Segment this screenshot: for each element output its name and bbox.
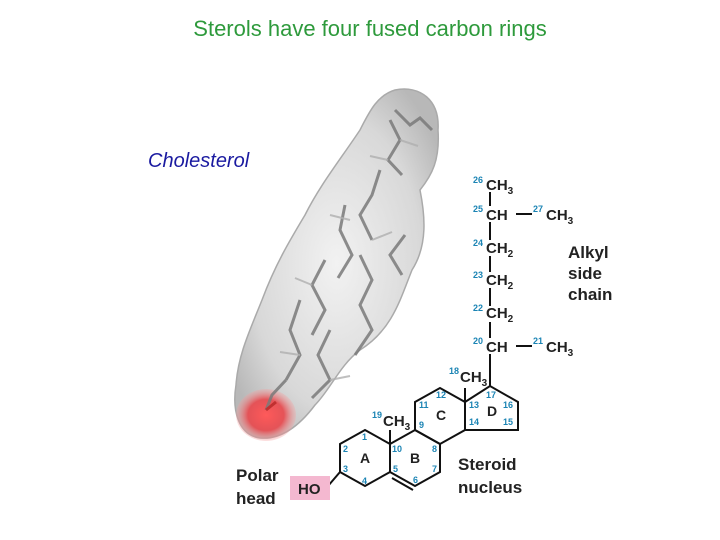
c21-group: CH3 <box>546 339 574 359</box>
steroid-line-1: Steroid <box>458 455 517 474</box>
ring-number-3: 3 <box>343 464 348 474</box>
steroid-line-2: nucleus <box>458 478 522 497</box>
cholesterol-label: Cholesterol <box>148 150 250 172</box>
c18-group: CH3 <box>460 369 488 389</box>
ring-number-2: 2 <box>343 444 348 454</box>
c20-group: CH <box>486 339 508 356</box>
c24-number: 24 <box>473 238 483 248</box>
c23-number: 23 <box>473 270 483 280</box>
steroid-nucleus-label: Steroid nucleus <box>458 455 522 497</box>
ring-number-4: 4 <box>362 476 367 486</box>
steroid-skeleton <box>327 192 532 491</box>
alkyl-line-3: chain <box>568 285 612 304</box>
ring-number-1: 1 <box>362 432 367 442</box>
ring-number-14: 14 <box>469 417 479 427</box>
ring-number-8: 8 <box>432 444 437 454</box>
c20-number: 20 <box>473 336 483 346</box>
c22-group: CH2 <box>486 305 514 325</box>
c25-group: CH <box>486 207 508 224</box>
polar-head-label: Polar head <box>236 466 279 508</box>
c27-group: CH3 <box>546 207 574 227</box>
slide-title: Sterols have four fused carbon rings <box>193 16 547 41</box>
ring-a-letter: A <box>360 450 370 466</box>
c19-group: CH3 <box>383 413 411 433</box>
ring-number-16: 16 <box>503 400 513 410</box>
ring-number-9: 9 <box>419 420 424 430</box>
side-chain: 26 CH3 25 CH 27 CH3 24 CH2 23 CH2 22 CH2… <box>473 175 574 359</box>
c22-number: 22 <box>473 303 483 313</box>
ring-numbers: 1 2 3 4 5 6 7 8 9 10 11 12 13 14 15 16 1… <box>343 390 513 486</box>
c19-number: 19 <box>372 410 382 420</box>
c21-number: 21 <box>533 336 543 346</box>
surface-model <box>234 88 440 441</box>
polar-line-1: Polar <box>236 466 279 485</box>
c27-number: 27 <box>533 204 543 214</box>
alkyl-side-chain-label: Alkyl side chain <box>568 243 612 304</box>
ho-highlight <box>290 476 330 500</box>
c18-number: 18 <box>449 366 459 376</box>
ring-number-6: 6 <box>413 475 418 485</box>
angular-methyls: 18 CH3 19 CH3 <box>372 366 488 433</box>
ring-number-10: 10 <box>392 444 402 454</box>
c26-group: CH3 <box>486 177 514 197</box>
ring-number-7: 7 <box>432 464 437 474</box>
ho-label: HO <box>298 481 321 498</box>
ring-number-17: 17 <box>486 390 496 400</box>
c25-number: 25 <box>473 204 483 214</box>
c24-group: CH2 <box>486 240 514 260</box>
alkyl-line-1: Alkyl <box>568 243 609 262</box>
ring-number-5: 5 <box>393 464 398 474</box>
ring-d-letter: D <box>487 403 497 419</box>
c26-number: 26 <box>473 175 483 185</box>
ring-letters: A B C D <box>360 403 497 466</box>
ring-number-13: 13 <box>469 400 479 410</box>
ring-number-11: 11 <box>419 400 429 410</box>
ring-number-12: 12 <box>436 390 446 400</box>
alkyl-line-2: side <box>568 264 602 283</box>
c23-group: CH2 <box>486 272 514 292</box>
ring-b-letter: B <box>410 450 420 466</box>
ring-number-15: 15 <box>503 417 513 427</box>
polar-line-2: head <box>236 489 276 508</box>
ring-c-letter: C <box>436 407 446 423</box>
